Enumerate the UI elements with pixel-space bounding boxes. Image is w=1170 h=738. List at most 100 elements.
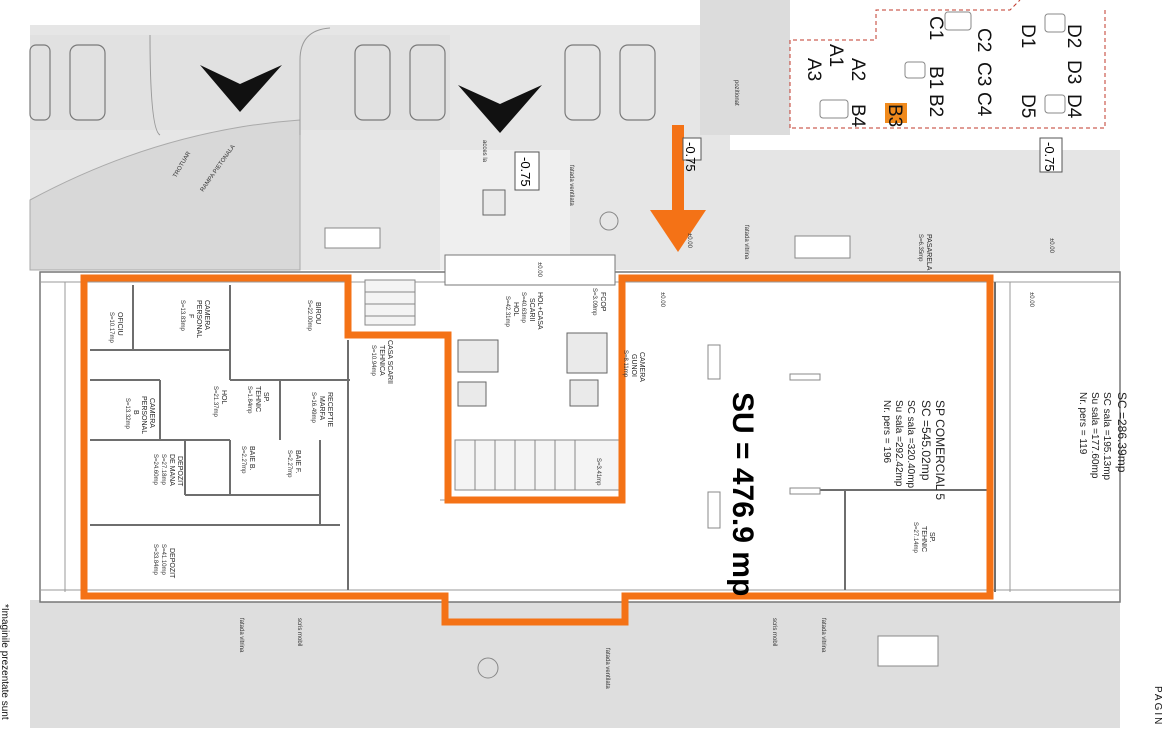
room-casa-scarii-2: TEHNICA xyxy=(378,345,385,376)
room-camera-gunoi-2: GUNOI xyxy=(630,354,637,377)
neighbor-su-sala: Su sala =177.60mp xyxy=(1089,392,1100,479)
usable-area-label: SU = 476.9 mp xyxy=(726,392,759,596)
spot-d5: D5 xyxy=(1017,94,1038,118)
room-sp-tehnic-small-2: TEHNIC xyxy=(254,386,261,412)
parking-car-icons xyxy=(819,11,1066,119)
spot-c4: C4 xyxy=(973,92,994,117)
unit-su-sala: Su sala =292.42mp xyxy=(893,400,904,487)
parking-lot-border xyxy=(789,0,1021,128)
room-pasarela-area: S=6.35mp xyxy=(917,234,923,262)
room-hol-casa-2: SCARII xyxy=(528,298,535,321)
room-camera-b-2: PERSONAL xyxy=(140,396,147,434)
label-fatada-ventilata: fatada ventilata xyxy=(568,165,574,206)
service-area-top xyxy=(700,0,790,135)
room-depozit-1: DEPOZIT xyxy=(176,456,183,487)
room-sp-tehnic-area: S=27.14mp xyxy=(912,522,918,554)
building-walls xyxy=(39,254,1121,603)
unit-info: SP COMERCIAL 5 SC =545.02mp SC sala =320… xyxy=(881,400,947,500)
label-fatada-vitrina-bottom-2: fatada vitrina xyxy=(820,618,826,653)
label-acces: acces la xyxy=(481,140,487,163)
parking-curb xyxy=(149,34,161,136)
unit-outline xyxy=(80,274,994,626)
room-sp-tehnic-2: TEHNIC xyxy=(920,526,927,552)
neighbor-info: SC =286.39mp SC sala =195.13mp Su sala =… xyxy=(1077,392,1129,481)
parking-curb-2 xyxy=(299,27,331,135)
spot-d4: D4 xyxy=(1063,94,1084,119)
room-camera-gunoi-area: S=8.11mp xyxy=(622,350,628,378)
spot-d3: D3 xyxy=(1063,60,1084,84)
label-fatada-vitrina: fatada vitrina xyxy=(743,225,749,260)
room-hol-casa-area: S=40.63mp xyxy=(520,292,526,324)
label-fatada-ventilata-bottom: fatada ventilata xyxy=(604,648,610,689)
room-casa-scarii-area: S=10.94mp xyxy=(370,345,376,377)
spot-b4: B4 xyxy=(847,104,868,128)
room-depozit-1-area: S=27.18mp xyxy=(160,454,166,486)
neighbor-sc: SC =286.39mp xyxy=(1115,392,1129,473)
spot-a1: A1 xyxy=(825,44,846,67)
parking-spots: A1 A2 A3 B1 B2 B3 B4 C1 C2 C3 C4 D1 D2 D… xyxy=(803,16,1084,128)
label-scris-mobil-2: scris mobil xyxy=(771,618,777,646)
label-zero-1: ±0.00 xyxy=(536,262,542,278)
spot-c2: C2 xyxy=(973,28,994,52)
room-depozit-2-area-2: S=33.84mp xyxy=(152,544,158,576)
room-receptie: RECEPTIE xyxy=(326,392,333,427)
level-mark-2: -0.75 xyxy=(1042,142,1057,172)
spot-d2: D2 xyxy=(1063,24,1084,48)
room-casa-scarii: CASA SCARII xyxy=(386,340,393,384)
page-edge-label: PAGIN xyxy=(1152,686,1163,726)
room-labels: OFICIU S=10.17mp CAMERA PERSONAL F S=13.… xyxy=(108,234,935,579)
parking-strip-top xyxy=(30,35,450,130)
spot-b3-highlight xyxy=(885,103,907,123)
level-mark-3: -0.75 xyxy=(683,142,698,172)
room-sp-tehnic-small: SP. xyxy=(262,392,269,402)
unit-sc: SC =545.02mp xyxy=(919,400,933,481)
room-depozit-1-area-2: S=24.60mp xyxy=(152,454,158,486)
label-zero-5: ±0.00 xyxy=(686,233,692,249)
room-camera-b: CAMERA xyxy=(148,398,155,428)
room-oficiu: OFICIU xyxy=(116,312,123,336)
room-camera-f: CAMERA xyxy=(203,300,210,330)
room-depozit-2: DEPOZIT xyxy=(168,548,175,579)
room-small-wc-area: S=3.41mp xyxy=(595,458,601,486)
room-birou: BIROU xyxy=(314,302,321,324)
room-baie-b: BAIE B. xyxy=(248,446,255,471)
room-camera-b-3: B xyxy=(132,410,139,415)
spot-c1: C1 xyxy=(925,16,946,40)
room-camera-b-area: S=13.32mp xyxy=(124,398,130,430)
room-hol-casa: HOL+CASA xyxy=(536,292,543,330)
drain-circle-2 xyxy=(599,211,619,231)
room-camera-f-area: S=13.83mp xyxy=(179,300,185,332)
elevators xyxy=(457,189,608,407)
entry-chevron-right xyxy=(458,85,542,133)
room-baie-b-area: S=2.27mp xyxy=(240,446,246,474)
access-arrow-shaft xyxy=(672,125,684,215)
neighbor-sc-sala: SC sala =195.13mp xyxy=(1101,392,1112,481)
spot-b3: B3 xyxy=(884,104,905,127)
room-fcop: FCOP xyxy=(599,292,606,312)
room-camera-f-3: F xyxy=(187,314,194,318)
room-sp-tehnic-small-area: S=1.84mp xyxy=(246,386,252,414)
label-zero-2: ±0.00 xyxy=(659,292,665,308)
room-hol-small: HOL xyxy=(512,302,519,317)
level-mark-box-2 xyxy=(1039,137,1063,173)
parking-lot-border-right xyxy=(790,10,1106,129)
disclaimer-note: *Imaginile prezentate sunt xyxy=(0,604,10,720)
room-hol-small-area: S=42.31mp xyxy=(504,296,510,328)
entry-chevron-left xyxy=(200,65,282,112)
label-scris-mobil: scris mobil xyxy=(296,618,302,646)
room-sp-tehnic: SP. xyxy=(928,532,935,542)
room-depozit-1-2: DE MANA xyxy=(168,454,175,486)
spot-b1: B1 xyxy=(925,66,946,89)
room-hol-left: HOL xyxy=(220,390,227,405)
unit-name: SP COMERCIAL 5 xyxy=(933,400,947,500)
room-oficiu-area: S=10.17mp xyxy=(108,312,114,344)
access-arrow-head xyxy=(650,210,706,252)
room-baie-f: BAIE F. xyxy=(294,450,301,473)
room-pasarela: PASARELA xyxy=(925,234,932,271)
room-baie-f-area: S=2.27mp xyxy=(286,450,292,478)
room-birou-area: S=22.00mp xyxy=(306,300,312,332)
spot-a3: A3 xyxy=(803,58,824,81)
unit-sc-sala: SC sala =320.40mp xyxy=(905,400,916,489)
spot-b2: B2 xyxy=(925,94,946,117)
